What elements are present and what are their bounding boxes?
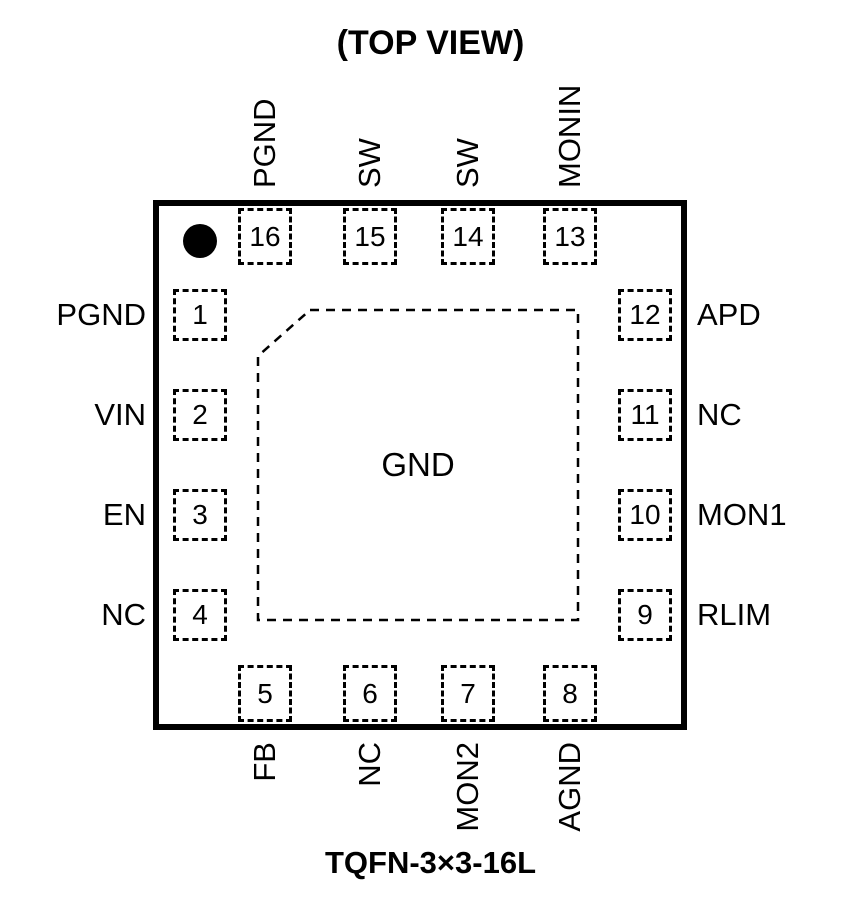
pin-number: 6: [362, 677, 378, 709]
pin-number: 7: [460, 677, 476, 709]
pin-label-1: PGND: [56, 297, 146, 332]
pin-box-15: 15: [343, 208, 397, 265]
pin-number: 10: [629, 499, 661, 530]
pin-box-8: 8: [543, 665, 597, 722]
pin-number: 14: [452, 220, 484, 252]
pin-number: 3: [192, 499, 208, 530]
pin-number: 2: [192, 399, 208, 430]
pin-box-14: 14: [441, 208, 495, 265]
pin-number: 15: [354, 220, 386, 252]
pin-number: 12: [629, 299, 661, 330]
pin-label-6: NC: [352, 742, 387, 787]
pin-number: 9: [637, 599, 653, 630]
pin-label-5: FB: [247, 742, 282, 782]
pin-number: 5: [257, 677, 273, 709]
pin-label-7: MON2: [450, 742, 485, 832]
pin-label-11: NC: [697, 397, 742, 432]
pin-box-13: 13: [543, 208, 597, 265]
pin-label-16: PGND: [247, 98, 282, 188]
pin-box-1: 1: [173, 289, 227, 341]
pin-label-4: NC: [101, 597, 146, 632]
pin-label-14: SW: [450, 138, 485, 188]
pin-label-9: RLIM: [697, 597, 772, 632]
package-name-caption: TQFN-3×3-16L: [324, 845, 537, 880]
pin-box-11: 11: [618, 389, 672, 441]
pin1-indicator-dot: [183, 224, 217, 258]
pin-box-5: 5: [238, 665, 292, 722]
pin-number: 11: [630, 399, 660, 430]
pin-label-2: VIN: [94, 397, 146, 432]
diagram-title: (TOP VIEW): [336, 24, 525, 62]
pin-label-15: SW: [352, 138, 387, 188]
pin-number: 8: [562, 677, 578, 709]
pin-label-13: MONIN: [552, 84, 587, 188]
pin-label-10: MON1: [697, 497, 787, 532]
pin-label-3: EN: [102, 497, 146, 532]
pin-box-6: 6: [343, 665, 397, 722]
pin-number: 1: [192, 299, 208, 330]
pin-box-9: 9: [618, 589, 672, 641]
pin-label-12: APD: [697, 297, 761, 332]
pin-box-4: 4: [173, 589, 227, 641]
pin-box-7: 7: [441, 665, 495, 722]
pin-number: 16: [249, 220, 281, 252]
pin-number: 4: [192, 599, 208, 630]
pin-label-8: AGND: [552, 742, 587, 832]
pin-number: 13: [554, 220, 586, 252]
exposed-pad-label: GND: [381, 446, 455, 483]
pin-box-3: 3: [173, 489, 227, 541]
pin-box-2: 2: [173, 389, 227, 441]
pin-box-10: 10: [618, 489, 672, 541]
pin-box-12: 12: [618, 289, 672, 341]
pin-box-16: 16: [238, 208, 292, 265]
